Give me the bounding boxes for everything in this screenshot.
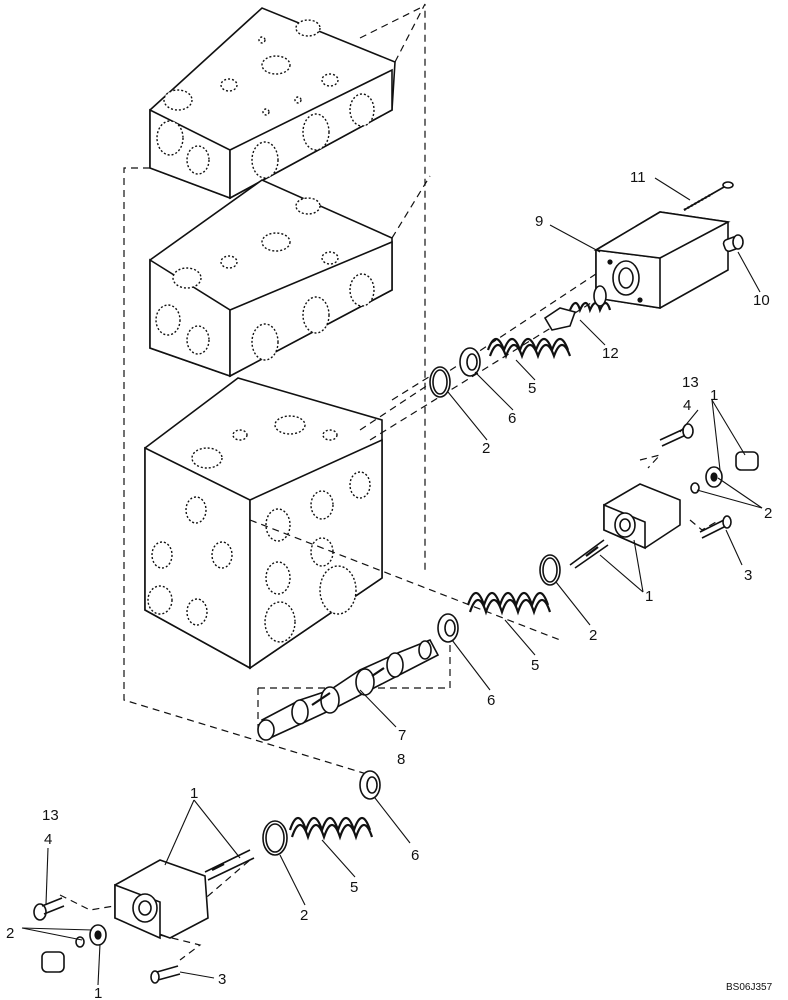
- callout-6: 6: [411, 847, 419, 864]
- callout-3: 3: [218, 971, 226, 988]
- washer-middle: [437, 613, 459, 643]
- callout-8: 8: [397, 751, 405, 768]
- spring-middle: [466, 591, 552, 616]
- callout-4: 4: [683, 397, 691, 414]
- screw-right-3: [699, 515, 732, 539]
- screw-right-4: [659, 423, 694, 447]
- callout-5: 5: [350, 879, 358, 896]
- callout-12: 12: [602, 345, 619, 362]
- leader-lines: [21, 177, 763, 986]
- callout-13: 13: [42, 807, 59, 824]
- spring-upper: [486, 337, 572, 360]
- valve-section-top: [149, 7, 396, 200]
- valve-section-bottom: [144, 377, 383, 670]
- callout-6: 6: [508, 410, 516, 427]
- o-ring-middle: [539, 554, 561, 586]
- callout-1: 1: [710, 387, 718, 404]
- callout-3: 3: [744, 567, 752, 584]
- washer-upper: [459, 347, 481, 377]
- spring-lower: [288, 816, 374, 841]
- end-cap-left: [114, 849, 255, 940]
- callout-2: 2: [764, 505, 772, 522]
- callout-2: 2: [6, 925, 14, 942]
- callout-10: 10: [753, 292, 770, 309]
- poppet-12: [543, 285, 612, 331]
- callout-2: 2: [482, 440, 490, 457]
- callout-5: 5: [531, 657, 539, 674]
- callout-2: 2: [300, 907, 308, 924]
- nut-cap-left: [41, 924, 107, 973]
- end-cap-right: [569, 483, 681, 569]
- callout-5: 5: [528, 380, 536, 397]
- callout-labels: 11 9 10 12 5 6 2 13 4 1 2 3 1 2 5 6 7 8 …: [6, 169, 773, 1000]
- o-ring-lower: [262, 820, 288, 856]
- screw-left-4: [33, 897, 65, 921]
- relief-valve-block: [593, 211, 731, 309]
- callout-9: 9: [535, 213, 543, 230]
- nut-cap-right: [690, 451, 759, 494]
- callout-6: 6: [487, 692, 495, 709]
- callout-13: 13: [682, 374, 699, 391]
- callout-11: 11: [630, 169, 646, 186]
- figure-reference-code: BS06J357: [726, 982, 773, 993]
- screw-left-3: [150, 965, 181, 984]
- callout-1: 1: [94, 985, 102, 1000]
- o-ring-upper: [429, 366, 451, 398]
- spool-7: [257, 638, 440, 741]
- washer-lower: [359, 770, 381, 800]
- valve-section-middle: [149, 179, 393, 378]
- callout-1: 1: [190, 785, 198, 802]
- callout-4: 4: [44, 831, 52, 848]
- plug-10: [722, 234, 744, 253]
- callout-7: 7: [398, 727, 406, 744]
- bolt-11: [683, 181, 734, 211]
- callout-1: 1: [645, 588, 653, 605]
- callout-2: 2: [589, 627, 597, 644]
